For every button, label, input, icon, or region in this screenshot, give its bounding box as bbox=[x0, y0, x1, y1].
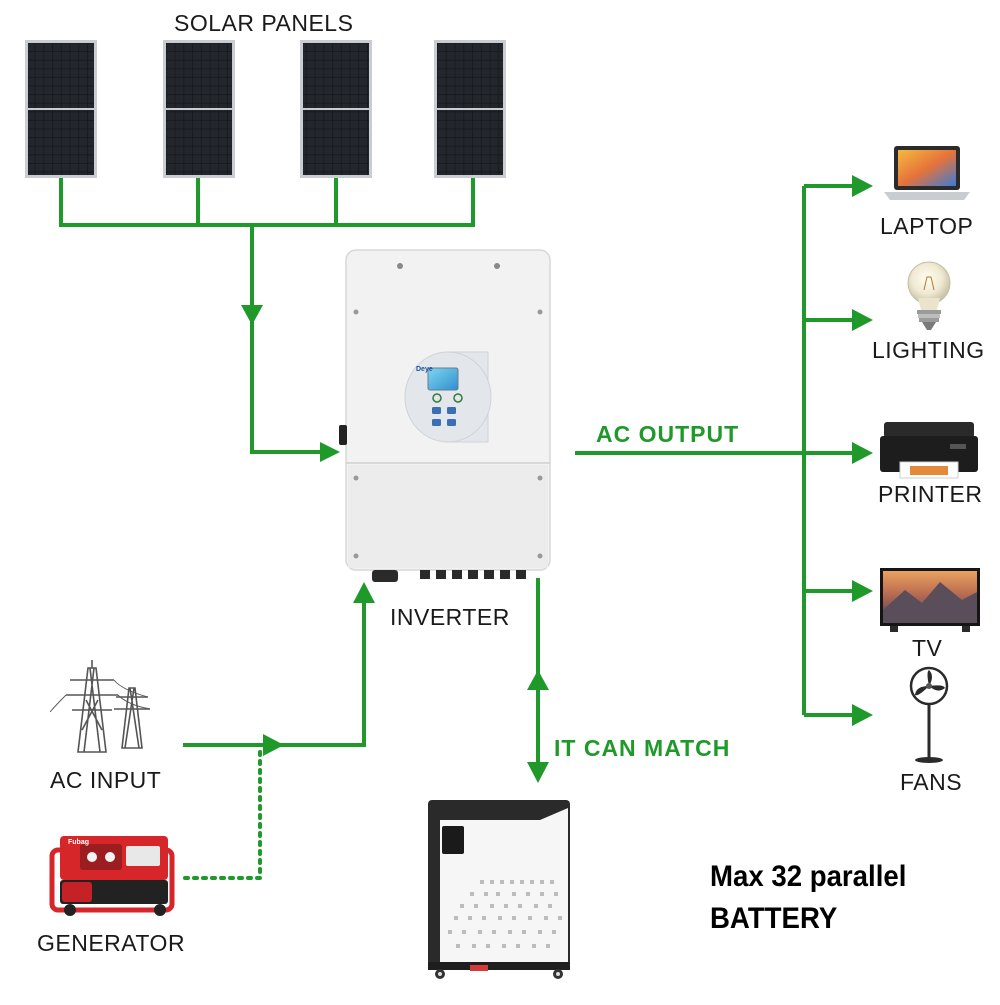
arrow-icon bbox=[320, 442, 340, 462]
solar-collector-line bbox=[59, 178, 475, 227]
arrow-icon bbox=[527, 762, 549, 783]
solar-panel-icon bbox=[163, 40, 235, 178]
generator-line bbox=[183, 746, 262, 880]
pylon-icon bbox=[49, 660, 151, 753]
arrow-icon bbox=[527, 670, 549, 690]
arrow-icon bbox=[852, 442, 873, 464]
inverter-brand-logo: Deye bbox=[416, 366, 433, 373]
tv-icon bbox=[880, 568, 980, 632]
battery-note-line1: Max 32 parallel bbox=[710, 860, 907, 893]
generator-label: GENERATOR bbox=[37, 930, 186, 956]
arrow-icon bbox=[852, 704, 873, 726]
solar-to-inverter-line bbox=[250, 225, 330, 454]
arrow-icon bbox=[852, 175, 873, 197]
arrow-icon bbox=[241, 305, 263, 325]
fan-icon bbox=[909, 666, 949, 763]
inverter-icon: Deye bbox=[339, 249, 551, 582]
bulb-icon bbox=[907, 261, 951, 330]
fans-label: FANS bbox=[900, 769, 963, 795]
solar-panel-icon bbox=[300, 40, 372, 178]
arrow-icon bbox=[852, 309, 873, 331]
solar-panels-label: SOLAR PANELS bbox=[174, 10, 354, 36]
generator-icon: Fubag bbox=[49, 836, 175, 916]
generator-brand-logo: Fubag bbox=[68, 839, 89, 846]
tv-label: TV bbox=[912, 635, 943, 661]
laptop-label: LAPTOP bbox=[880, 213, 974, 239]
arrow-icon bbox=[353, 582, 375, 603]
battery-icon bbox=[428, 800, 570, 979]
ac-output-label: AC OUTPUT bbox=[596, 421, 740, 447]
ac-input-line bbox=[183, 590, 366, 747]
ac-input-label: AC INPUT bbox=[50, 767, 162, 793]
printer-label: PRINTER bbox=[878, 481, 983, 507]
laptop-icon bbox=[884, 146, 970, 200]
battery-note-line2: BATTERY bbox=[710, 902, 838, 935]
lighting-label: LIGHTING bbox=[872, 337, 985, 363]
flow-arrows bbox=[241, 175, 873, 783]
arrow-icon bbox=[263, 734, 284, 756]
inverter-label: INVERTER bbox=[390, 604, 510, 630]
solar-panel-icon bbox=[25, 40, 97, 178]
printer-icon bbox=[880, 422, 978, 479]
arrow-icon bbox=[852, 580, 873, 602]
solar-panel-icon bbox=[434, 40, 506, 178]
it-can-match-label: IT CAN MATCH bbox=[554, 735, 731, 761]
